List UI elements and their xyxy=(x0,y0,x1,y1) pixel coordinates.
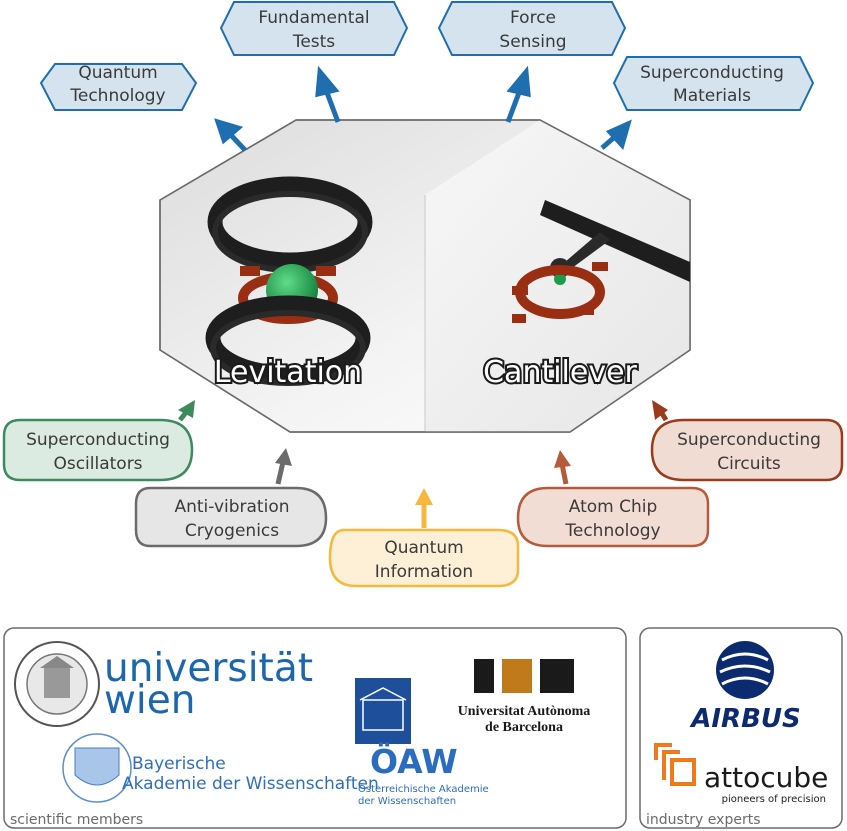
box-line: Quantum xyxy=(78,63,157,83)
bottom-arrows xyxy=(178,400,669,528)
box-line: Anti-vibration xyxy=(174,497,289,517)
oaw-line2: der Wissenschaften xyxy=(358,796,456,807)
box-anti-vibration-cryogenics: Anti-vibration Cryogenics xyxy=(134,486,328,548)
box-superconducting-oscillators: Superconducting Oscillators xyxy=(2,418,194,482)
badw-logo: Bayerische Akademie der Wissenschaften xyxy=(62,733,379,803)
box-fundamental-tests: Fundamental Tests xyxy=(219,1,409,56)
levitation-label: Levitation xyxy=(214,355,362,390)
airbus-text: AIRBUS xyxy=(689,704,800,734)
scientific-members-caption: scientific members xyxy=(10,812,143,828)
attocube-tagline: pioneers of precision xyxy=(722,794,826,805)
box-atom-chip-technology: Atom Chip Technology xyxy=(516,486,710,548)
scientific-members-panel xyxy=(3,627,627,829)
central-octagon xyxy=(159,119,691,433)
box-line: Circuits xyxy=(717,454,781,474)
badw-line1: Bayerische xyxy=(132,754,226,774)
oaw-line1: Österreichische Akademie xyxy=(358,782,489,795)
cantilever-illustration xyxy=(512,200,690,323)
badw-line2: Akademie der Wissenschaften xyxy=(122,774,379,794)
uni-wien-line2: wien xyxy=(104,678,195,723)
box-line: Superconducting xyxy=(640,63,784,83)
box-line: Information xyxy=(375,562,473,582)
box-line: Tests xyxy=(292,32,335,52)
oaw-logo: ÖAW Österreichische Akademie der Wissens… xyxy=(355,678,489,807)
box-line: Materials xyxy=(673,86,751,106)
box-line: Technology xyxy=(564,521,660,541)
attocube-logo: attocube pioneers of precision xyxy=(654,743,828,805)
box-superconducting-circuits: Superconducting Circuits xyxy=(650,418,844,482)
uni-wien-line1: universität xyxy=(104,646,313,691)
airbus-logo: AIRBUS xyxy=(689,641,801,734)
box-superconducting-materials: Superconducting Materials xyxy=(612,56,815,111)
box-line: Technology xyxy=(69,86,165,106)
industry-experts-caption: industry experts xyxy=(646,812,761,828)
box-line: Fundamental xyxy=(258,8,369,28)
box-line: Oscillators xyxy=(53,454,142,474)
box-force-sensing: Force Sensing xyxy=(437,1,627,56)
attocube-name: attocube xyxy=(704,761,828,794)
box-line: Force xyxy=(510,8,556,28)
box-line: Atom Chip xyxy=(569,497,658,517)
uab-line1: Universitat Autònoma xyxy=(458,704,591,719)
box-line: Cryogenics xyxy=(185,521,279,541)
box-line: Superconducting xyxy=(677,430,821,450)
box-quantum-technology: Quantum Technology xyxy=(39,63,198,111)
uab-logo: Universitat Autònoma de Barcelona xyxy=(458,659,591,735)
oaw-mark: ÖAW xyxy=(370,741,458,781)
universitat-wien-logo: universität wien xyxy=(14,641,313,727)
cantilever-label: Cantilever xyxy=(483,355,637,390)
box-quantum-information: Quantum Information xyxy=(328,528,520,588)
top-arrows xyxy=(214,65,632,152)
box-line: Quantum xyxy=(384,538,463,558)
box-line: Superconducting xyxy=(26,430,170,450)
uab-line2: de Barcelona xyxy=(485,720,563,735)
box-line: Sensing xyxy=(499,32,566,52)
industry-experts-panel xyxy=(639,627,843,829)
levitation-illustration xyxy=(205,176,373,386)
